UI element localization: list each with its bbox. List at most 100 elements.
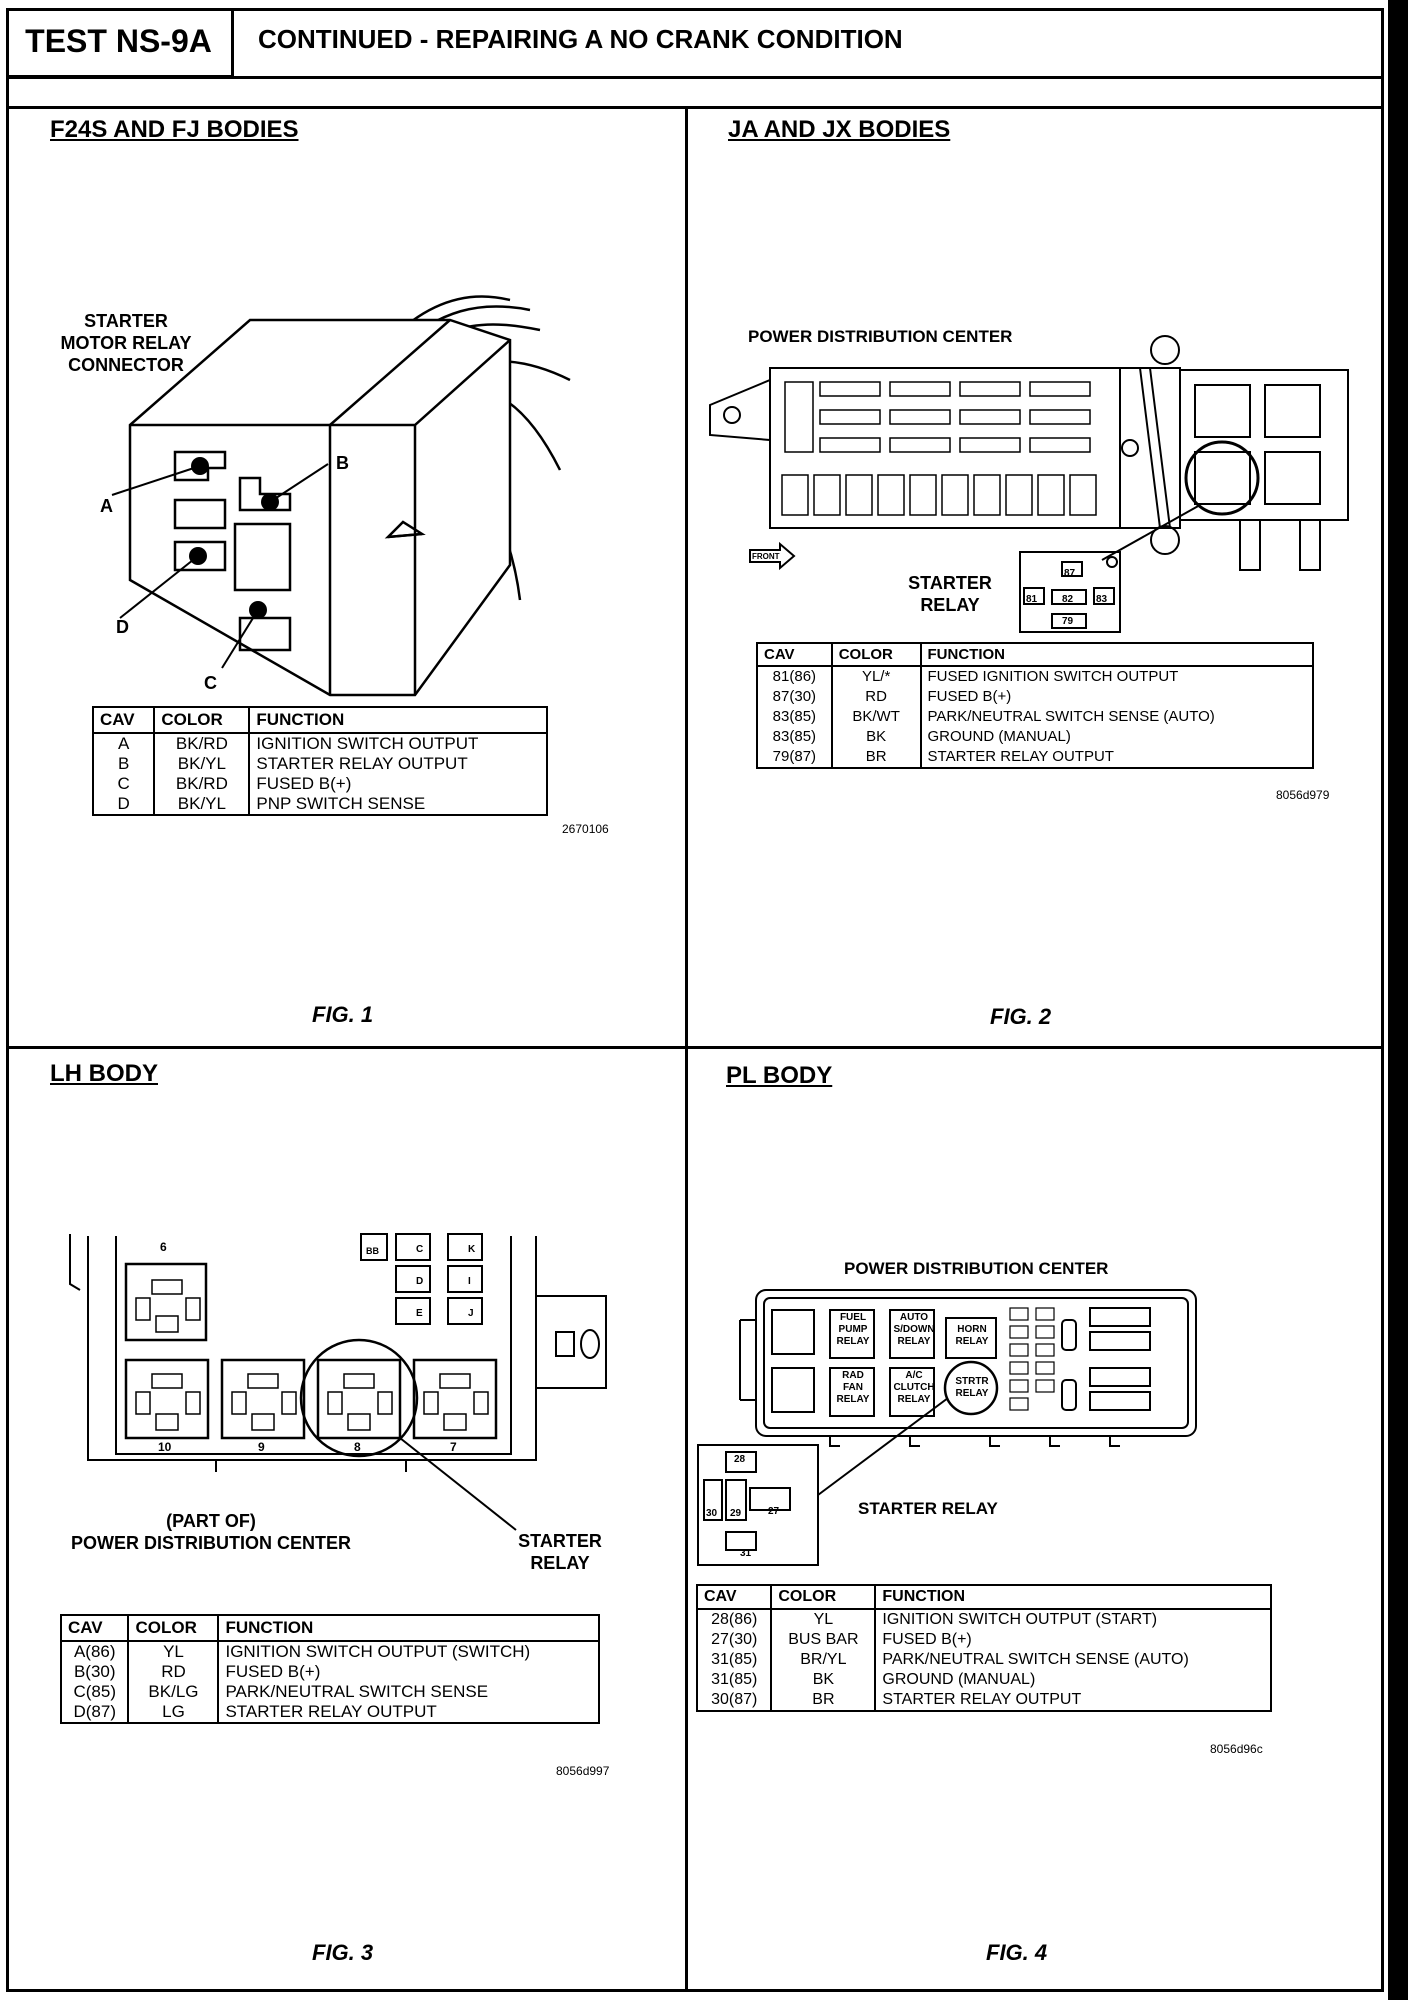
table-row: 81(86)YL/*FUSED IGNITION SWITCH OUTPUT xyxy=(756,666,1315,687)
relay-number: 7 xyxy=(450,1440,457,1454)
fig2-pin-87: 87 xyxy=(1064,568,1076,579)
fig4-pin-31: 31 xyxy=(740,1548,752,1559)
fig1-pin-label: C xyxy=(204,673,217,693)
fig3-code: 8056d997 xyxy=(556,1764,610,1778)
fig4-pin-29: 29 xyxy=(730,1508,742,1519)
fig2-wiring-table: CAV COLOR FUNCTION 81(86)YL/*FUSED IGNIT… xyxy=(756,642,1315,769)
page-title: CONTINUED - REPAIRING A NO CRANK CONDITI… xyxy=(258,24,903,54)
fig2-front-label: FRONT xyxy=(752,552,780,561)
fig2-pdc-drawing xyxy=(709,335,1349,633)
fig3-section-title: LH BODY xyxy=(50,1060,158,1087)
divider xyxy=(6,106,1384,109)
fig1-code: 2670106 xyxy=(562,822,609,836)
fig4-relay-label: STARTER RELAY xyxy=(858,1499,998,1518)
fig1-pin-label: B xyxy=(336,453,349,473)
test-id: TEST NS-9A xyxy=(6,8,234,78)
fig1-pin-label: A xyxy=(100,496,113,516)
fuse-letter: C xyxy=(416,1244,424,1255)
fig3-caption: FIG. 3 xyxy=(312,1940,374,1965)
fuse-letter: E xyxy=(416,1308,423,1319)
front-arrow-icon xyxy=(749,541,796,571)
fig2-section-title: JA AND JX BODIES xyxy=(728,116,951,143)
fig1-caption: FIG. 1 xyxy=(312,1002,374,1027)
col-color: COLOR xyxy=(127,1614,220,1642)
col-cav: CAV xyxy=(695,1584,773,1610)
col-function: FUNCTION xyxy=(874,1584,1272,1610)
col-function: FUNCTION xyxy=(217,1614,600,1642)
fig4-pdc-drawing xyxy=(697,1289,1197,1566)
fig1-section-title: F24S AND FJ BODIES xyxy=(50,116,299,143)
fuse-letter: D xyxy=(416,1276,424,1287)
fuse-letter: K xyxy=(468,1244,476,1255)
fuse-letter: BB xyxy=(366,1246,379,1256)
col-cav: CAV xyxy=(756,642,833,667)
fig3-relay-label: STARTER RELAY xyxy=(518,1531,602,1573)
col-function: FUNCTION xyxy=(248,706,548,734)
fig3-pdc-drawing xyxy=(69,1233,607,1531)
fig3-pdc-label: (PART OF) POWER DISTRIBUTION CENTER xyxy=(70,1511,351,1553)
fig2-pin-83: 83 xyxy=(1096,594,1108,605)
divider xyxy=(685,106,688,1992)
fig1-connector-label: STARTER MOTOR RELAY CONNECTOR xyxy=(60,311,192,375)
fig2-code: 8056d979 xyxy=(1276,788,1330,802)
fig2-pdc-label: POWER DISTRIBUTION CENTER xyxy=(748,327,1013,346)
relay-number: 10 xyxy=(158,1440,172,1454)
fig2-relay-label: STARTER RELAY xyxy=(908,573,992,615)
page-frame xyxy=(6,8,1384,1992)
fig2-pin-81: 81 xyxy=(1026,594,1038,605)
fuse-grid xyxy=(781,381,1097,516)
fig4-pdc-label: POWER DISTRIBUTION CENTER xyxy=(844,1259,1109,1278)
fig1-pin-label: D xyxy=(116,617,129,637)
page-edge-bar xyxy=(1388,0,1408,2000)
fig4-pin-30: 30 xyxy=(706,1508,718,1519)
fuse-letter: I xyxy=(468,1276,471,1287)
col-cav: CAV xyxy=(59,1614,130,1642)
fuse-letter: J xyxy=(468,1308,474,1319)
fig4-section-title: PL BODY xyxy=(726,1062,833,1089)
col-color: COLOR xyxy=(153,706,251,734)
relay-pin-detail xyxy=(135,1279,489,1431)
fig2-pin-79: 79 xyxy=(1062,616,1074,627)
relay-number: 8 xyxy=(354,1440,361,1454)
fig2-caption: FIG. 2 xyxy=(990,1004,1052,1029)
col-color: COLOR xyxy=(830,642,922,667)
divider xyxy=(6,1046,1384,1049)
col-color: COLOR xyxy=(770,1584,877,1610)
col-function: FUNCTION xyxy=(919,642,1315,667)
relay-number: 6 xyxy=(160,1240,167,1254)
fig4-caption: FIG. 4 xyxy=(986,1940,1048,1965)
fig4-pin-28: 28 xyxy=(734,1454,746,1465)
divider xyxy=(6,76,1384,79)
fig1-connector-drawing xyxy=(111,295,571,697)
col-cav: CAV xyxy=(91,706,156,734)
fig4-code: 8056d96c xyxy=(1210,1742,1263,1756)
relay-number: 9 xyxy=(258,1440,265,1454)
mini-fuses xyxy=(1009,1307,1055,1411)
fig4-pin-27: 27 xyxy=(768,1506,780,1517)
